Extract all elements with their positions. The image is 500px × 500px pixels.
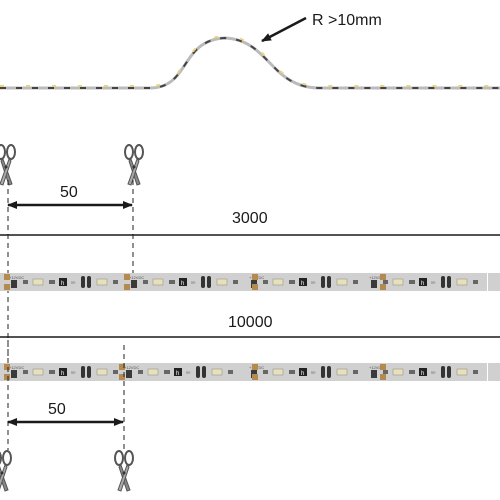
bend-radius-label: R >10mm: [312, 12, 382, 29]
led-strip: [0, 362, 500, 382]
scissors-icon: [124, 144, 144, 186]
scissors-icon: [114, 450, 134, 492]
bend-diagram: [0, 34, 500, 90]
bend-radius-arrow: [261, 16, 307, 43]
led-strip: [0, 272, 500, 292]
scissors-icon: [0, 450, 12, 492]
strip-length-label: 3000: [232, 210, 268, 227]
cut-spacing-label: 50: [48, 401, 66, 418]
scissors-icon: [0, 144, 16, 186]
cut-spacing-label: 50: [60, 184, 78, 201]
strip-length-label: 10000: [228, 314, 273, 331]
